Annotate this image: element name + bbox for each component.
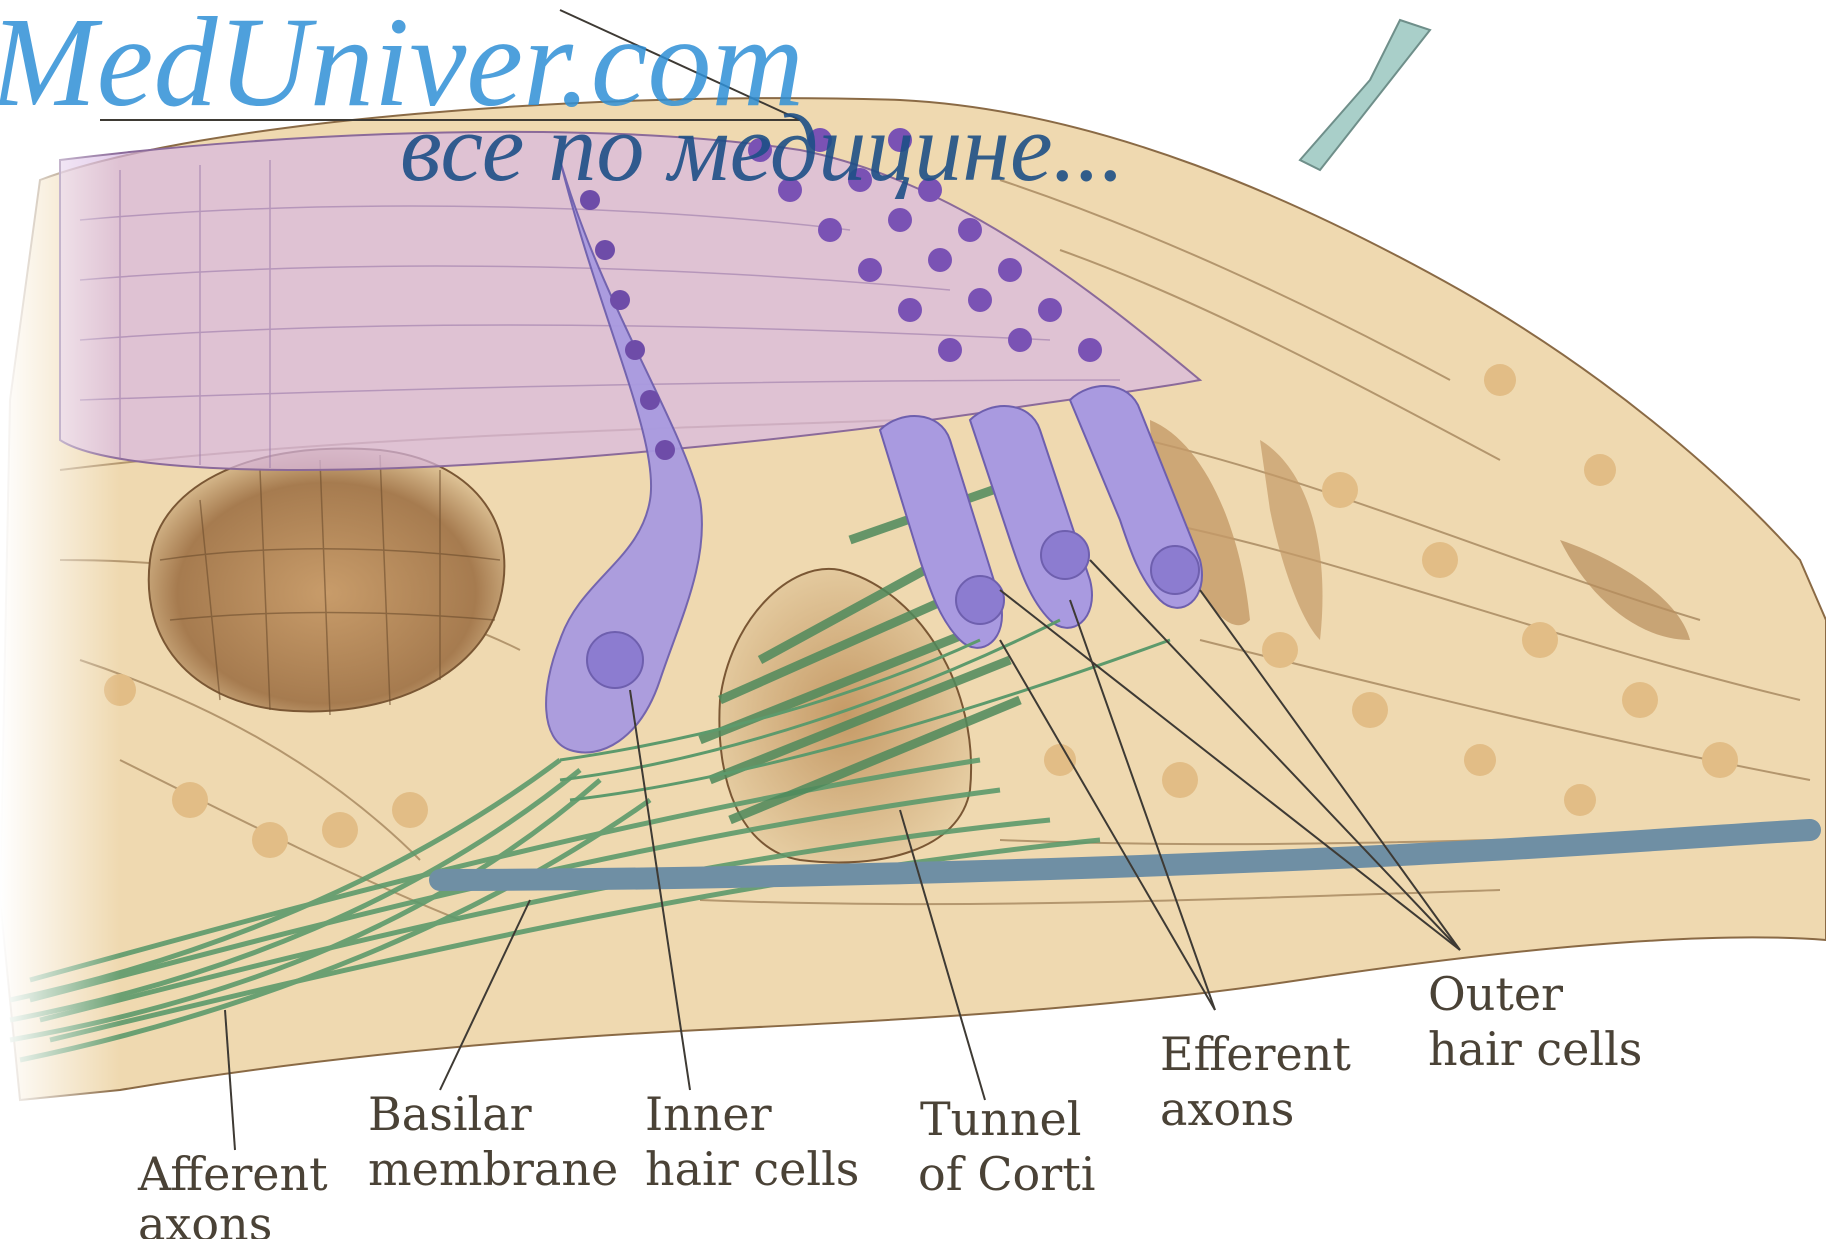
- tunnel-of-corti-label-line1: Tunnel: [920, 1092, 1082, 1146]
- watermark-tagline: все по медицине...: [400, 94, 1125, 201]
- inner-hair-cells-label-line1: Inner: [645, 1087, 772, 1141]
- inner-hair-cells-label-line2: hair cells: [645, 1142, 859, 1196]
- efferent-axons-label-line1: Efferent: [1160, 1027, 1351, 1081]
- outer-hair-cells-label-line2: hair cells: [1428, 1022, 1642, 1076]
- probe: [1300, 20, 1430, 170]
- efferent-axons-label-line2: axons: [1160, 1082, 1294, 1136]
- afferent-axons-label-line1: Afferent: [137, 1147, 328, 1201]
- tunnel-of-corti-label-line2: of Corti: [918, 1147, 1095, 1201]
- basilar-membrane-label-line1: Basilar: [368, 1087, 532, 1141]
- basilar-membrane-label-line2: membrane: [368, 1142, 618, 1196]
- outer-hair-cells-label-line1: Outer: [1428, 967, 1563, 1021]
- afferent-axons-label-line2: axons: [138, 1197, 272, 1239]
